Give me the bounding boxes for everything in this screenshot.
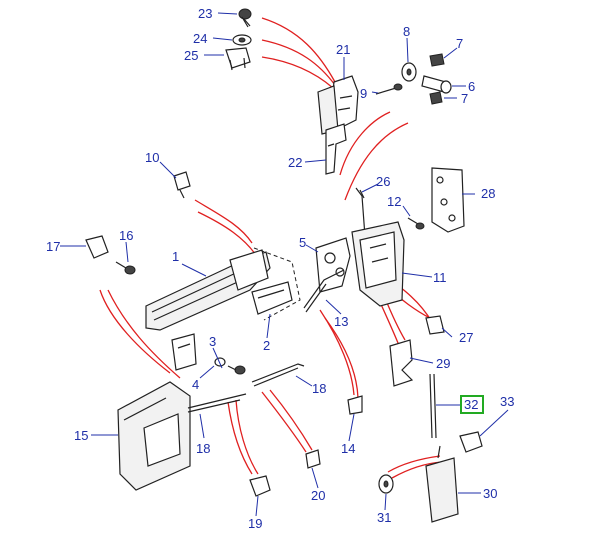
part-33-clip	[459, 431, 483, 453]
part-24-washer	[232, 34, 252, 46]
part-gasket	[171, 333, 197, 371]
callout-6[interactable]: 6	[468, 79, 475, 94]
callout-31[interactable]: 31	[377, 510, 391, 525]
part-15-inner-handle	[117, 381, 191, 491]
part-1-handle	[145, 249, 271, 331]
connector-19-b	[235, 399, 259, 475]
part-5-mechanism	[315, 237, 351, 293]
part-7-nut-lower	[429, 91, 443, 105]
part-14-clip	[347, 395, 363, 415]
connector-11-a	[339, 111, 391, 176]
callout-33[interactable]: 33	[500, 394, 514, 409]
connector-25-21	[261, 56, 334, 89]
part-19-clip	[249, 475, 271, 497]
part-16-screw	[115, 261, 136, 275]
callout-4[interactable]: 4	[192, 377, 199, 392]
callout-14[interactable]: 14	[341, 441, 355, 456]
part-18-rod-left	[187, 393, 247, 413]
part-30-actuator	[425, 445, 459, 523]
part-22-bracket	[325, 123, 347, 175]
callout-9[interactable]: 9	[360, 86, 367, 101]
callout-8[interactable]: 8	[403, 24, 410, 39]
callout-labels: 23 24 25 21 8 7 6 7 9 22 10 26 28 12 11 …	[46, 6, 514, 531]
connector-11-b	[344, 122, 409, 201]
part-20-clip	[305, 449, 321, 469]
connector-24-21	[261, 39, 336, 86]
callout-2[interactable]: 2	[263, 338, 270, 353]
callout-27[interactable]: 27	[459, 330, 473, 345]
connector-15-a	[99, 289, 171, 374]
part-27-clip	[425, 315, 445, 335]
callout-11[interactable]: 11	[433, 270, 447, 285]
part-21-bracket	[317, 75, 359, 135]
callout-12[interactable]: 12	[387, 194, 401, 209]
part-25-clip	[225, 47, 251, 71]
callout-18-right[interactable]: 18	[312, 381, 326, 396]
connector-14-b	[324, 317, 359, 399]
callout-20[interactable]: 20	[311, 488, 325, 503]
callout-32[interactable]: 32	[464, 397, 478, 412]
part-9-bolt	[375, 83, 403, 95]
callout-24[interactable]: 24	[193, 31, 207, 46]
part-13-rod	[303, 269, 345, 313]
connector-10-1	[194, 199, 253, 244]
callout-21[interactable]: 21	[336, 42, 350, 57]
part-8-washer	[401, 62, 417, 82]
part-28-plate	[431, 167, 465, 233]
part-23-screw	[238, 8, 252, 28]
connector-31-a	[387, 455, 441, 473]
callout-28[interactable]: 28	[481, 186, 495, 201]
callout-7-lower[interactable]: 7	[461, 91, 468, 106]
part-10-clip	[173, 171, 191, 199]
part-18-rod-right	[251, 363, 305, 387]
leader-lines	[60, 12, 509, 517]
connector-20-b	[269, 389, 313, 451]
connector-20-a	[261, 391, 307, 453]
callout-23[interactable]: 23	[198, 6, 212, 21]
callout-29[interactable]: 29	[436, 356, 450, 371]
callout-1[interactable]: 1	[172, 249, 179, 264]
connector-10-1b	[197, 211, 259, 259]
part-2-bezel	[251, 281, 293, 315]
part-11-latch	[351, 221, 405, 307]
callout-3[interactable]: 3	[209, 334, 216, 349]
callout-5[interactable]: 5	[299, 235, 306, 250]
callout-22[interactable]: 22	[288, 155, 302, 170]
part-6-pin	[421, 75, 452, 94]
part-3-screw	[227, 365, 246, 375]
callout-26[interactable]: 26	[376, 174, 390, 189]
callout-25[interactable]: 25	[184, 48, 198, 63]
callout-30[interactable]: 30	[483, 486, 497, 501]
callout-15[interactable]: 15	[74, 428, 88, 443]
part-4-washer	[214, 357, 226, 367]
connector-15-b	[107, 289, 181, 379]
callout-19[interactable]: 19	[248, 516, 262, 531]
callout-17[interactable]: 17	[46, 239, 60, 254]
connector-19-a	[227, 401, 253, 475]
part-12-screw	[407, 217, 425, 230]
handle-alignment-dash	[253, 247, 301, 321]
callout-10[interactable]: 10	[145, 150, 159, 165]
callout-16[interactable]: 16	[119, 228, 133, 243]
callout-13[interactable]: 13	[334, 314, 348, 329]
highlight-box-32	[460, 395, 484, 414]
part-17-clip	[85, 235, 109, 259]
callout-18-left[interactable]: 18	[196, 441, 210, 456]
part-7-nut-upper	[429, 53, 445, 67]
part-29-plate	[389, 339, 414, 387]
connector-23-21	[261, 17, 336, 83]
part-31-grommet	[378, 474, 394, 494]
part-32-rod	[429, 373, 437, 439]
callout-7-upper[interactable]: 7	[456, 36, 463, 51]
